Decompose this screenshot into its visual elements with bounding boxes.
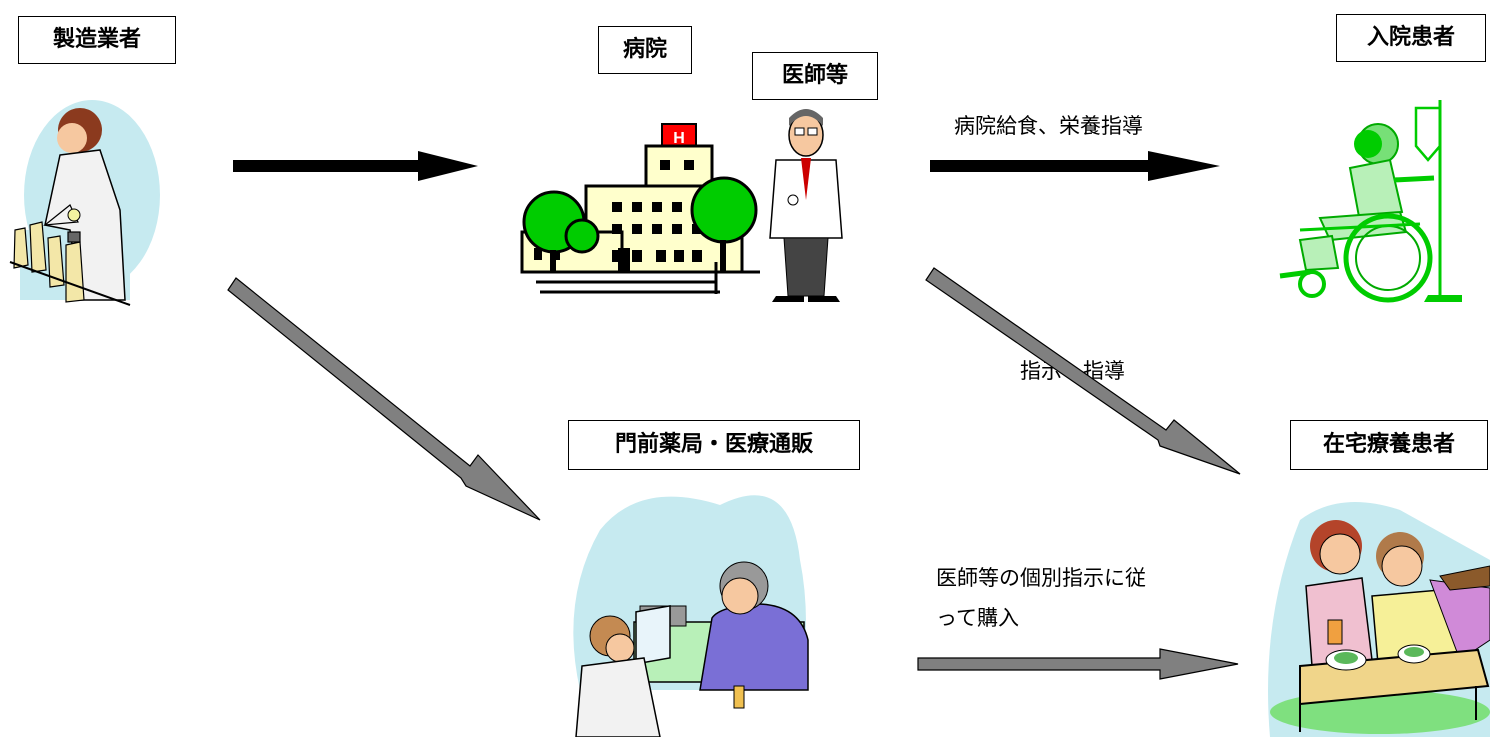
inpatient-box: 入院患者 (1336, 14, 1486, 62)
hospital-building-icon: H (520, 123, 760, 294)
doctor-icon (769, 109, 843, 302)
home-patient-box: 在宅療養患者 (1290, 420, 1488, 470)
arrow-manufacturer-to-pharmacy (227, 277, 541, 521)
svg-text:H: H (673, 130, 685, 147)
hospital-to-inpatient-label: 病院給食、栄養指導 (954, 114, 1143, 138)
purchase-label-line2: って購入 (936, 606, 1019, 630)
lab-worker-icon (9, 100, 160, 306)
doctor-box: 医師等 (752, 52, 878, 100)
manufacturer-box: 製造業者 (18, 16, 176, 64)
wheelchair-patient-icon (1279, 100, 1462, 303)
caregiver-patient-icon (1268, 502, 1490, 737)
instruction-label: 指示・指導 (1016, 355, 1129, 389)
arrow-hospital-to-home-patient (925, 267, 1241, 475)
arrow-manufacturer-to-hospital (233, 151, 478, 181)
purchase-label-line1: 医師等の個別指示に従 (936, 566, 1146, 590)
arrow-pharmacy-to-home-patient (917, 648, 1239, 680)
hospital-box: 病院 (598, 26, 692, 74)
pharmacist-icon (573, 495, 809, 737)
arrow-hospital-to-inpatient (930, 151, 1220, 181)
pharmacy-box: 門前薬局・医療通販 (568, 420, 860, 470)
